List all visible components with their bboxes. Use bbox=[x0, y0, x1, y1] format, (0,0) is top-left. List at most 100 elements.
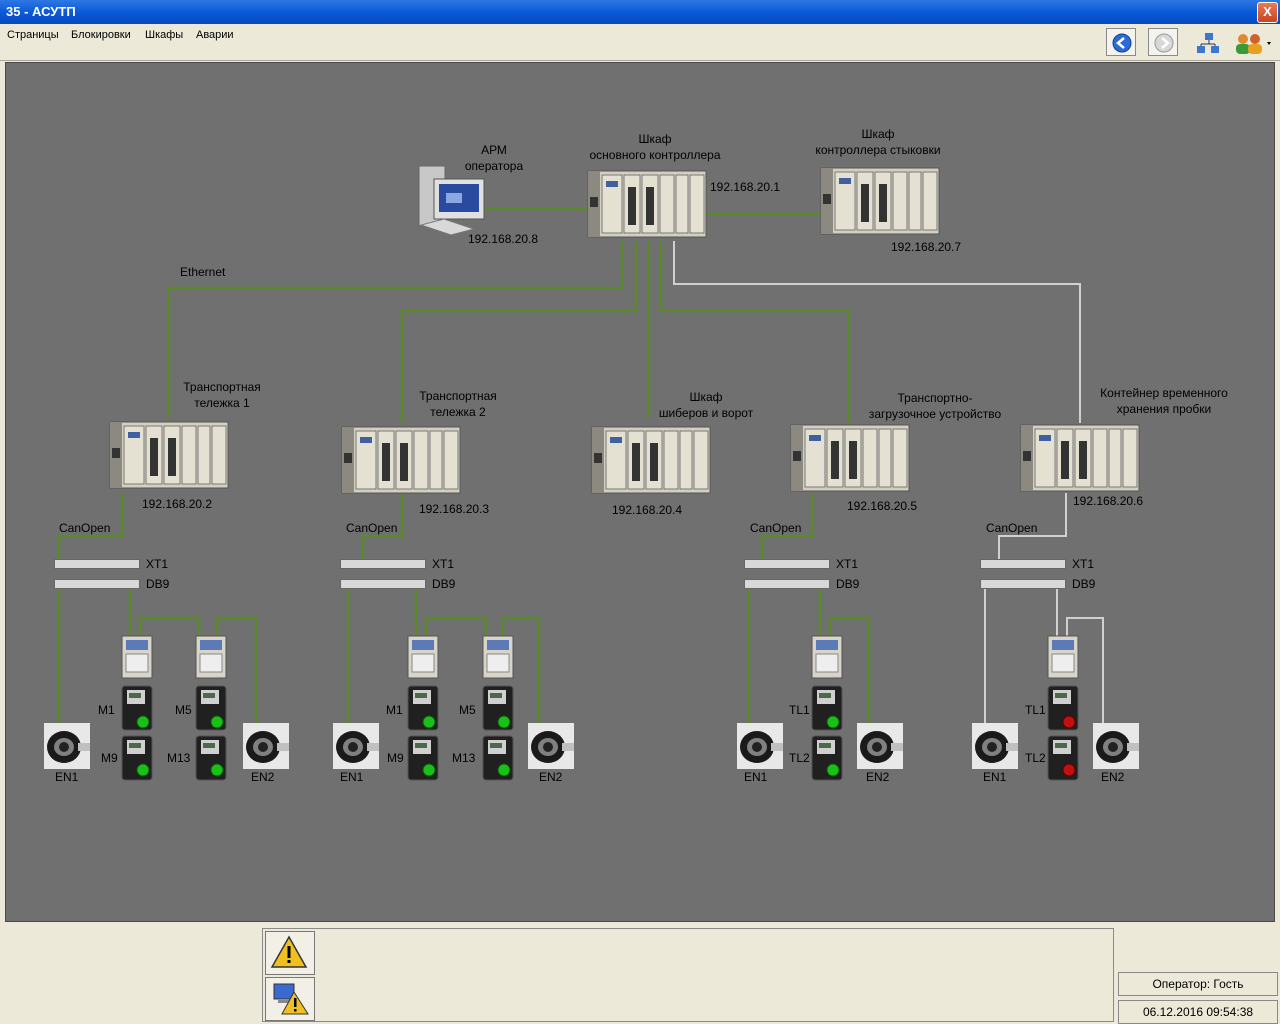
arm-label-2: оператора bbox=[464, 159, 524, 173]
arm-workstation-node[interactable] bbox=[419, 163, 485, 238]
cart2-label-2: тележка 2 bbox=[430, 405, 486, 419]
db9-label: DB9 bbox=[432, 577, 456, 591]
encoder-label-en1: EN1 bbox=[983, 770, 1007, 784]
drive-label-tl2: TL2 bbox=[789, 751, 810, 765]
xt1-label: XT1 bbox=[1072, 557, 1095, 571]
encoder-label-en2: EN2 bbox=[866, 770, 890, 784]
drive-label-tl2: TL2 bbox=[1025, 751, 1046, 765]
drive-label-m5: M5 bbox=[175, 703, 192, 717]
network-diagram: Ethernet АРМ оператора 192.168.20.8 Шкаф… bbox=[5, 62, 1275, 922]
back-button[interactable] bbox=[1106, 28, 1136, 56]
drive-label-m5: M5 bbox=[459, 703, 476, 717]
network-links bbox=[44, 165, 1140, 781]
canopen-label: CanOpen bbox=[750, 521, 802, 535]
cart1-label-2: тележка 1 bbox=[194, 396, 250, 410]
docking-controller-label-2: контроллера стыковки bbox=[815, 143, 941, 157]
canopen-label: CanOpen bbox=[986, 521, 1038, 535]
container-node[interactable] bbox=[1021, 421, 1139, 493]
arm-label-1: АРМ bbox=[481, 143, 507, 157]
drive-label-tl1: TL1 bbox=[1025, 703, 1046, 717]
cart2-label-1: Транспортная bbox=[419, 389, 497, 403]
network-button[interactable] bbox=[1190, 28, 1220, 56]
gates-ip: 192.168.20.4 bbox=[612, 503, 683, 517]
warning-icon bbox=[270, 935, 308, 968]
xt1-bus-bar bbox=[980, 559, 1066, 569]
back-arrow-icon bbox=[1112, 33, 1132, 53]
drive-label-m1: M1 bbox=[98, 703, 115, 717]
drive-label-m9: M9 bbox=[387, 751, 404, 765]
encoder-label-en2: EN2 bbox=[1101, 770, 1125, 784]
xt1-label: XT1 bbox=[146, 557, 169, 571]
network-icon bbox=[1197, 33, 1219, 53]
main-controller-ip: 192.168.20.1 bbox=[710, 180, 781, 194]
docking-controller-label-1: Шкаф bbox=[861, 127, 895, 141]
xt1-bus-bar bbox=[340, 559, 426, 569]
db9-bus-bar bbox=[340, 579, 426, 589]
system-alarms-button[interactable] bbox=[265, 977, 315, 1021]
loader-label-2: загрузочное устройство bbox=[868, 407, 1002, 421]
xt1-label: XT1 bbox=[432, 557, 455, 571]
ethernet-label: Ethernet bbox=[180, 265, 226, 279]
encoder-label-en1: EN1 bbox=[55, 770, 79, 784]
bottom-panel: Оператор: Гость 06.12.2016 09:54:38 bbox=[0, 924, 1280, 1024]
xt1-bus-bar bbox=[744, 559, 830, 569]
canopen-label: CanOpen bbox=[59, 521, 111, 535]
computer-warning-icon bbox=[273, 983, 309, 1015]
workstation-icon bbox=[418, 165, 485, 236]
cart1-ip: 192.168.20.2 bbox=[142, 497, 213, 511]
operator-status: Оператор: Гость bbox=[1118, 972, 1278, 996]
forward-arrow-icon bbox=[1154, 33, 1174, 53]
menu-alarms[interactable]: Аварии bbox=[196, 29, 234, 41]
encoder-label-en2: EN2 bbox=[251, 770, 275, 784]
gates-label-2: шиберов и ворот bbox=[658, 406, 754, 420]
drive-label-m13: M13 bbox=[167, 751, 191, 765]
cart1-node[interactable] bbox=[110, 418, 228, 490]
db9-label: DB9 bbox=[1072, 577, 1096, 591]
arm-ip: 192.168.20.8 bbox=[468, 232, 539, 246]
main-controller-label-1: Шкаф bbox=[638, 132, 672, 146]
close-button[interactable]: X bbox=[1257, 2, 1278, 23]
cart2-ip: 192.168.20.3 bbox=[419, 502, 490, 516]
db9-bus-bar bbox=[54, 579, 140, 589]
loader-ip: 192.168.20.5 bbox=[847, 499, 918, 513]
encoder-label-en1: EN1 bbox=[340, 770, 364, 784]
db9-label: DB9 bbox=[836, 577, 860, 591]
xt1-bus-bar bbox=[54, 559, 140, 569]
main-controller-node[interactable] bbox=[588, 167, 706, 239]
menu-cabinets[interactable]: Шкафы bbox=[145, 29, 184, 41]
title-bar: 35 - АСУТП X bbox=[0, 0, 1280, 24]
db9-label: DB9 bbox=[146, 577, 170, 591]
cart1-label-1: Транспортная bbox=[183, 380, 261, 394]
encoder-label-en1: EN1 bbox=[744, 770, 768, 784]
drive-label-tl1: TL1 bbox=[789, 703, 810, 717]
menu-interlocks[interactable]: Блокировки bbox=[71, 29, 131, 41]
drive-label-m13: M13 bbox=[452, 751, 476, 765]
container-label-1: Контейнер временного bbox=[1100, 386, 1228, 400]
loader-node[interactable] bbox=[791, 421, 909, 493]
cart2-node[interactable] bbox=[342, 423, 460, 495]
users-button[interactable] bbox=[1228, 28, 1274, 56]
canopen-label: CanOpen bbox=[346, 521, 398, 535]
datetime-status: 06.12.2016 09:54:38 bbox=[1118, 1000, 1278, 1024]
window-title: 35 - АСУТП bbox=[6, 4, 76, 19]
forward-button[interactable] bbox=[1148, 28, 1178, 56]
gates-label-1: Шкаф bbox=[689, 390, 723, 404]
alarm-pane bbox=[262, 928, 1114, 1022]
container-ip: 192.168.20.6 bbox=[1073, 494, 1144, 508]
db9-bus-bar bbox=[744, 579, 830, 589]
menu-bar: Страницы Блокировки Шкафы Аварии bbox=[0, 24, 1280, 61]
users-icon bbox=[1236, 34, 1271, 54]
loader-label-1: Транспортно- bbox=[897, 391, 973, 405]
docking-controller-node[interactable] bbox=[821, 164, 939, 236]
container-label-2: хранения пробки bbox=[1116, 402, 1212, 416]
gates-node[interactable] bbox=[592, 423, 710, 495]
drive-label-m1: M1 bbox=[386, 703, 403, 717]
main-controller-label-2: основного контроллера bbox=[589, 148, 721, 162]
encoder-label-en2: EN2 bbox=[539, 770, 563, 784]
menu-pages[interactable]: Страницы bbox=[7, 29, 59, 41]
xt1-label: XT1 bbox=[836, 557, 859, 571]
db9-bus-bar bbox=[980, 579, 1066, 589]
docking-controller-ip: 192.168.20.7 bbox=[891, 240, 962, 254]
drive-label-m9: M9 bbox=[101, 751, 118, 765]
alarms-button[interactable] bbox=[265, 931, 315, 975]
